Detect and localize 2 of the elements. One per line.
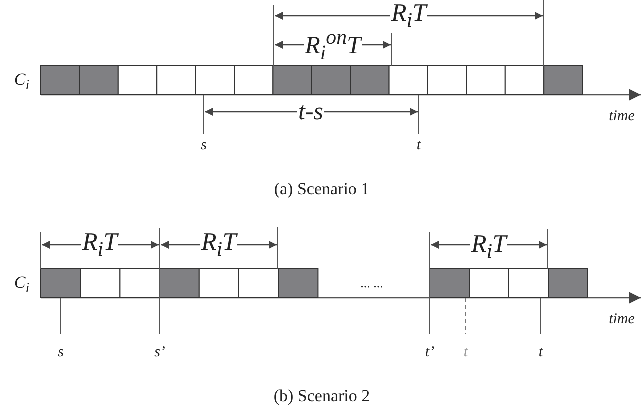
caption: (b) Scenario 2 <box>272 388 372 404</box>
caption: (a) Scenario 1 <box>273 180 371 198</box>
